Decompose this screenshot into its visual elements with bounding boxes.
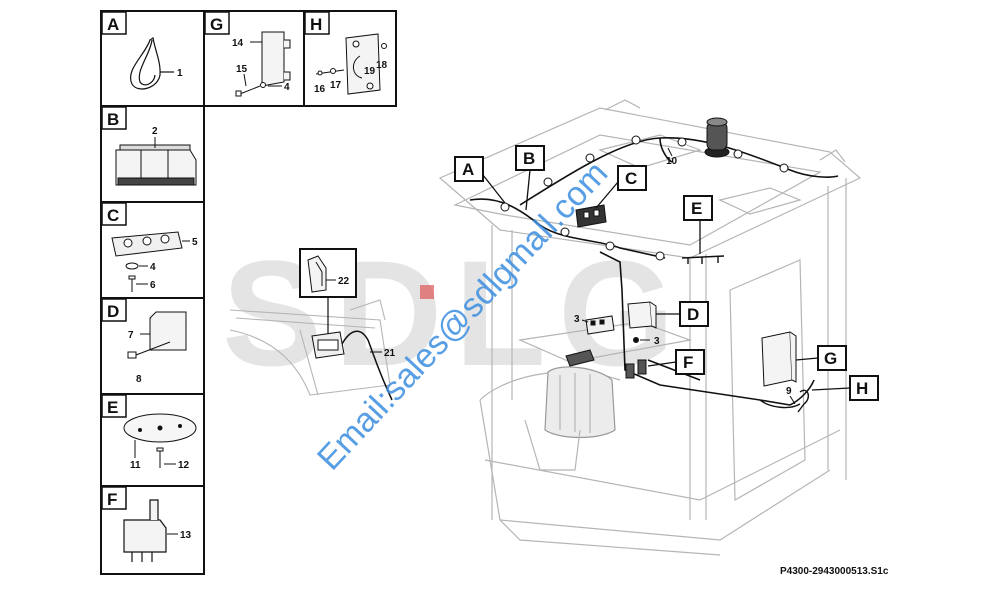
cab-module-d-icon [627, 301, 657, 329]
roof-module-icon [575, 204, 607, 228]
part-17-label: 17 [330, 80, 342, 91]
svg-text:E: E [691, 199, 702, 218]
part-10-label: 10 [666, 156, 678, 167]
floor-panel-drawing [229, 299, 391, 396]
disc-cover-icon [123, 413, 197, 443]
part-4-label-g: 4 [284, 82, 290, 93]
washer-icon [125, 262, 139, 270]
bolt-icon [127, 341, 171, 359]
callout-e: E [683, 195, 713, 254]
svg-text:F: F [683, 353, 693, 372]
beacon-light-icon [704, 117, 730, 158]
svg-text:C: C [625, 169, 637, 188]
part-1-label: 1 [177, 68, 183, 79]
panel-b-letter: B [107, 110, 119, 129]
harness-clips [500, 135, 789, 261]
watermark-logo: SDLG [222, 229, 687, 397]
callout-c: C [595, 165, 647, 209]
door-box-g-icon [761, 331, 797, 387]
part-22-label: 22 [338, 276, 350, 287]
part-12-label: 12 [178, 460, 190, 471]
part-13-label: 13 [180, 530, 192, 541]
module-icon [149, 311, 187, 351]
panel-a-letter: A [107, 15, 119, 34]
screw-icon-e [156, 447, 164, 468]
floor-harness [341, 330, 393, 401]
panel-f-letter: F [107, 490, 117, 509]
part-14-label: 14 [232, 38, 244, 49]
screw-icon [128, 275, 136, 292]
panel-h-frame [303, 10, 397, 107]
part-18-label: 18 [376, 60, 388, 71]
fuse-9-icon [633, 337, 639, 343]
callout-b: B [515, 145, 545, 211]
panel-g-letter: G [210, 15, 223, 34]
relay-holder-icon [111, 231, 183, 257]
svg-text:A: A [462, 160, 474, 179]
part-4-label-c: 4 [150, 262, 156, 273]
part-2-label: 2 [152, 126, 158, 137]
bracket-icon [261, 31, 291, 87]
part-21-label: 21 [384, 348, 396, 359]
svg-text:D: D [687, 305, 699, 324]
dash-relay-panel-icon [585, 315, 615, 335]
part-7-label: 7 [128, 330, 134, 341]
part-6-label: 6 [150, 280, 156, 291]
svg-text:G: G [824, 349, 837, 368]
panel-c-letter: C [107, 206, 119, 225]
part-9-label: 3 [654, 336, 660, 347]
control-unit-icon [115, 144, 197, 186]
cab-structure [438, 99, 862, 556]
detail-box-22: 22 [299, 248, 357, 334]
roof-bracket-e-icon [681, 255, 725, 264]
panel-letter-tags: A B C D E F G H [101, 11, 330, 510]
callout-d: D [656, 301, 709, 327]
connector-bundle-icon [565, 349, 647, 379]
screw-icon-g [235, 82, 266, 97]
callout-f: F [647, 349, 705, 375]
watermark-logo-text: SDLG [222, 229, 687, 397]
svg-text:B: B [523, 149, 535, 168]
panel-f-frame [100, 485, 205, 575]
mounting-plate-icon [345, 33, 381, 95]
logo-accent-square [420, 285, 434, 299]
part-11-label: 11 [130, 460, 141, 471]
callout-g: G [795, 345, 847, 371]
callout-a: A [454, 156, 506, 204]
panel-d-letter: D [107, 302, 119, 321]
part-19-label: 19 [364, 66, 376, 77]
part-20-label: 9 [786, 386, 792, 397]
floor-module-icon [311, 331, 345, 359]
panel-e-letter: E [107, 398, 118, 417]
detail-panels [100, 10, 397, 575]
harness-loop-h [759, 389, 810, 413]
part-5-label: 5 [192, 237, 198, 248]
drawing-reference: P4300-2943000513.S1c [780, 566, 889, 577]
part-15-label: 15 [236, 64, 248, 75]
part-16-label: 16 [314, 84, 326, 95]
panel-h-letter: H [310, 15, 322, 34]
callout-h: H [811, 375, 879, 401]
part-3-label: 3 [574, 314, 580, 325]
wiring-harness [469, 137, 839, 406]
part-8-label: 8 [136, 374, 142, 385]
fastener-set-icon [315, 43, 387, 76]
svg-text:H: H [856, 379, 868, 398]
cable-tie-icon [129, 36, 174, 90]
relay-icon [123, 499, 167, 562]
